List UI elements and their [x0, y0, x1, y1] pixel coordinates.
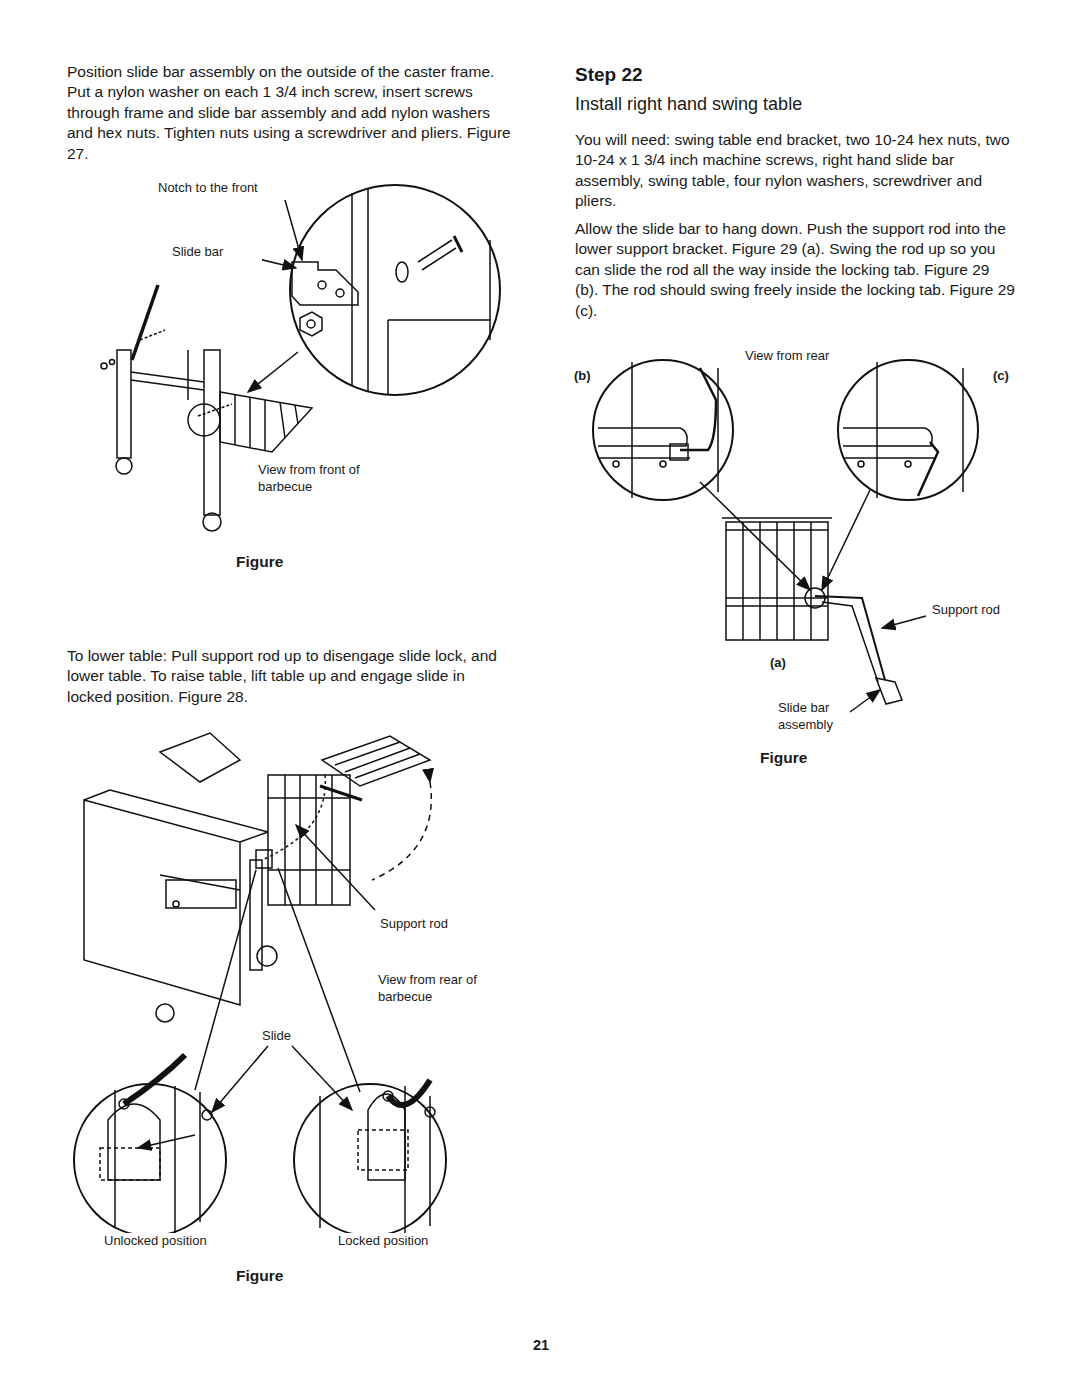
- subfigure-letter: (b): [574, 368, 604, 385]
- part-label: Slide bar: [172, 244, 262, 261]
- step-title: Install right hand swing table: [575, 93, 1015, 117]
- figure-caption: Figure: [760, 748, 880, 768]
- subfigure-letter: (a): [770, 655, 800, 672]
- position-label: Unlocked position: [104, 1233, 244, 1250]
- instruction-text: Position slide bar assembly on the outsi…: [67, 62, 512, 164]
- part-label: Support rod: [380, 916, 500, 933]
- part-label: Slide bar assembly: [778, 700, 850, 734]
- instruction-text: Allow the slide bar to hang down. Push t…: [575, 219, 1015, 321]
- figure-29-table: [593, 360, 978, 712]
- instruction-text: To lower table: Pull support rod up to d…: [67, 646, 512, 707]
- part-label: Support rod: [932, 602, 1042, 619]
- position-label: Locked position: [338, 1233, 468, 1250]
- view-note: View from front of barbecue: [258, 462, 383, 496]
- figure-27-cart: [101, 185, 500, 531]
- view-note: View from rear of barbecue: [378, 972, 493, 1006]
- page-number: 21: [533, 1336, 573, 1355]
- subfigure-letter: (c): [993, 368, 1023, 385]
- figure-caption: Figure: [236, 552, 356, 572]
- step-heading: Step 22: [575, 62, 775, 87]
- figure-caption: Figure: [236, 1266, 356, 1286]
- instruction-text: You will need: swing table end bracket, …: [575, 130, 1015, 212]
- view-note: View from rear: [745, 348, 875, 365]
- part-label: Notch to the front: [158, 180, 298, 197]
- part-label: Slide: [262, 1028, 322, 1045]
